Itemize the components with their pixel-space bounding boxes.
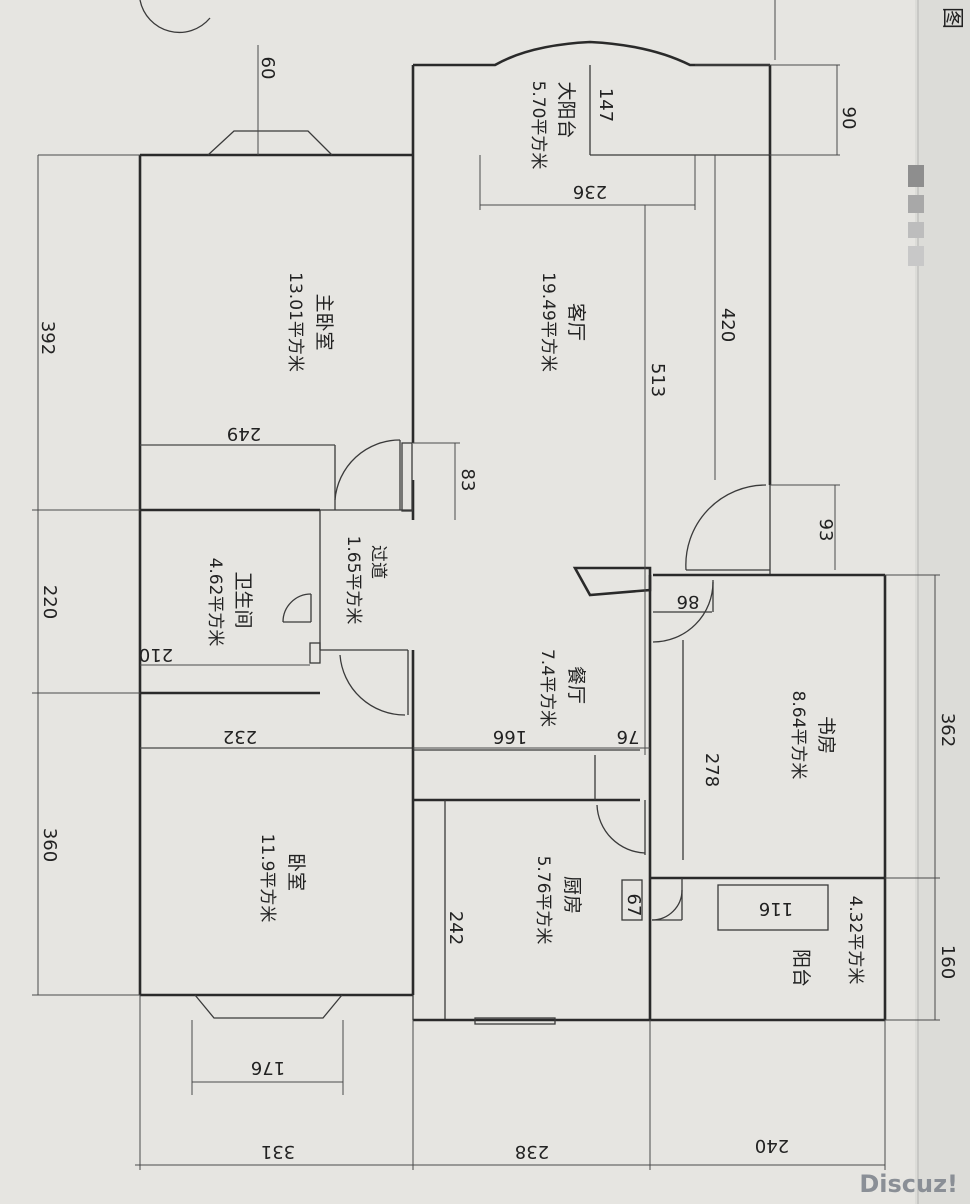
- watermark: Discuz!: [859, 1170, 958, 1198]
- dim-360: 360: [39, 828, 60, 862]
- bedroom-name: 卧室: [285, 853, 307, 891]
- master-bedroom-name: 主卧室: [313, 293, 335, 350]
- dim-93: 93: [815, 519, 836, 542]
- dim-240: 240: [755, 1135, 789, 1156]
- hallway-area: 1.65平方米: [343, 536, 363, 625]
- circle-mark: [139, 0, 211, 34]
- bedroom-area: 11.9平方米: [257, 834, 277, 923]
- paper-edge: [915, 0, 970, 1204]
- big-balcony-area: 5.70平方米: [528, 81, 548, 170]
- balcony-name: 阳台: [790, 949, 812, 987]
- dim-176: 176: [251, 1057, 285, 1078]
- dim-76: 76: [617, 726, 640, 747]
- dim-392: 392: [37, 321, 58, 355]
- dim-67: 67: [623, 894, 644, 917]
- living-room-name: 客厅: [565, 303, 587, 341]
- living-room-area: 19.49平方米: [538, 272, 558, 372]
- dim-147: 147: [595, 88, 616, 122]
- master-bedroom-area: 13.01平方米: [285, 272, 305, 372]
- dining-room-area: 7.4平方米: [537, 649, 557, 727]
- bathroom-area: 4.62平方米: [205, 558, 225, 647]
- blurred-redaction: [908, 165, 924, 266]
- dim-362: 362: [937, 713, 958, 747]
- dim-331: 331: [261, 1141, 295, 1162]
- dimension-lines: [32, 45, 940, 1170]
- balcony-area: 4.32平方米: [845, 896, 865, 985]
- dim-60: 60: [257, 57, 278, 80]
- bathroom-name: 卫生间: [232, 571, 254, 628]
- hallway-name: 过道: [368, 545, 388, 579]
- dim-166: 166: [493, 726, 527, 747]
- study-name: 书房: [815, 716, 837, 754]
- dim-210: 210: [139, 644, 173, 665]
- dim-90: 90: [838, 107, 859, 130]
- dim-232: 232: [223, 726, 257, 747]
- kitchen-name: 厨房: [561, 876, 583, 914]
- dimension-labels: 60 147 90 236 392 420 513 249 83 93 220 …: [37, 57, 958, 1162]
- dining-room-name: 餐厅: [565, 666, 587, 704]
- big-balcony-name: 大阳台: [555, 81, 577, 138]
- dim-238: 238: [515, 1141, 549, 1162]
- room-labels: 主卧室 13.01平方米 客厅 19.49平方米 大阳台 5.70平方米 卫生间…: [205, 81, 865, 987]
- dim-236: 236: [573, 181, 607, 202]
- dim-242: 242: [445, 911, 466, 945]
- dim-278: 278: [701, 753, 722, 787]
- dim-220: 220: [39, 585, 60, 619]
- dim-116: 116: [759, 898, 793, 919]
- study-area: 8.64平方米: [788, 691, 808, 780]
- dim-420: 420: [717, 308, 738, 342]
- walls: [138, 40, 887, 1025]
- corner-character: 图: [939, 7, 964, 29]
- dim-249: 249: [227, 423, 261, 444]
- dim-160: 160: [937, 945, 958, 979]
- dim-513: 513: [647, 363, 668, 397]
- kitchen-area: 5.76平方米: [533, 856, 553, 945]
- dim-83: 83: [457, 469, 478, 492]
- dim-86: 86: [677, 591, 700, 612]
